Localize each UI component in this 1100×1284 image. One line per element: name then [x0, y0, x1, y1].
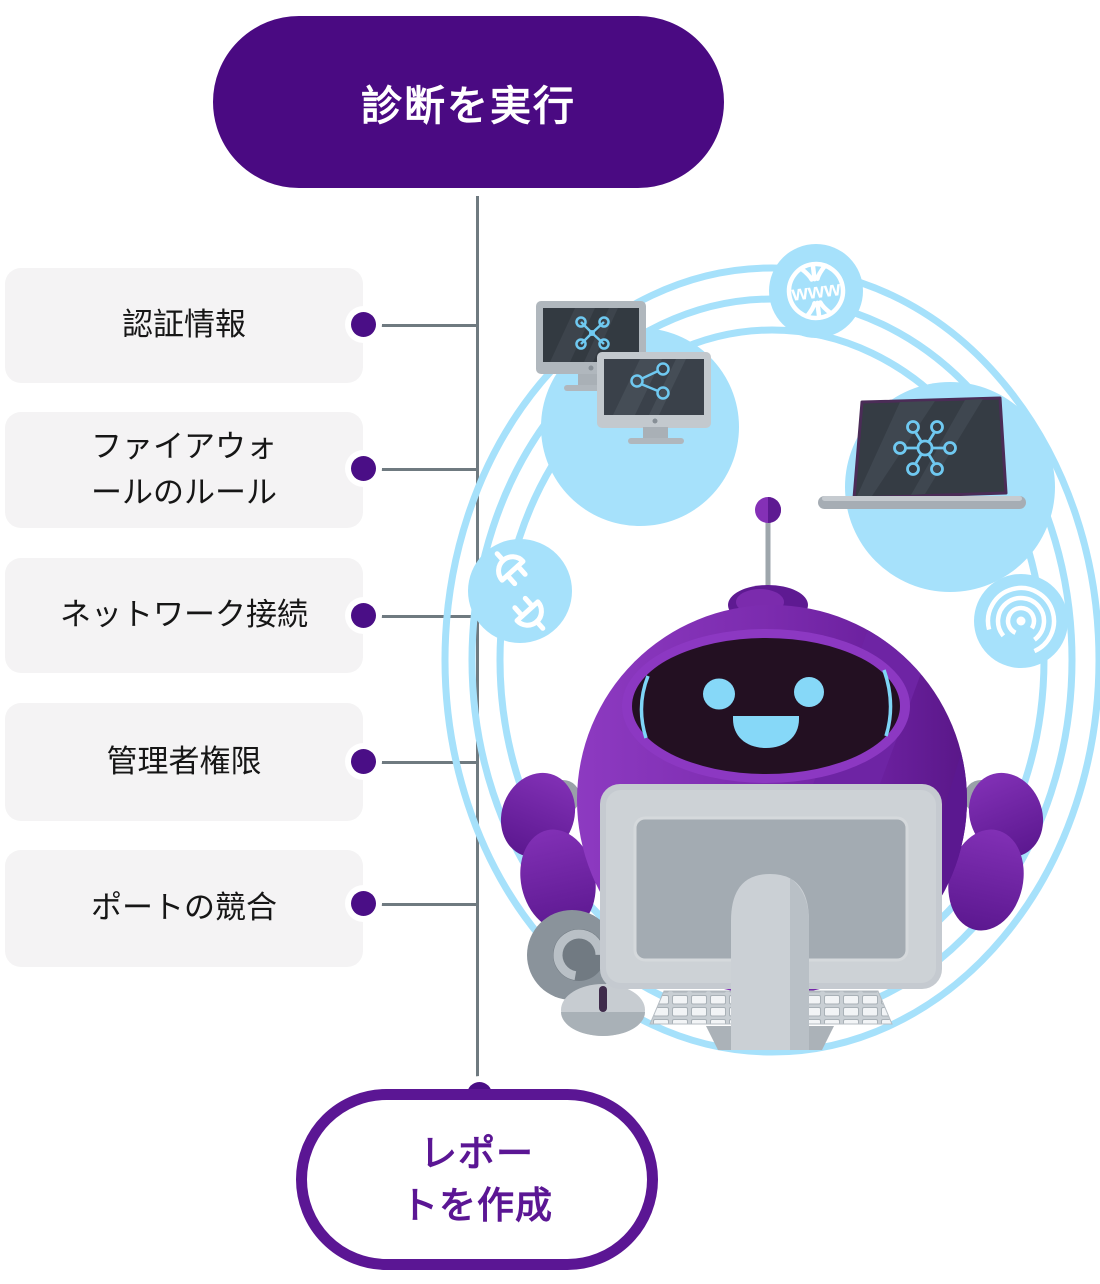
monitor-base [706, 1026, 834, 1050]
network-monitors-icon [536, 301, 739, 526]
check-box-network-connection: ネットワーク接続 [5, 558, 363, 673]
check-label: 認証情報 [122, 307, 246, 343]
robot-face-visor [632, 638, 900, 774]
monitor-back [536, 301, 646, 391]
check-box-admin-rights: 管理者権限 [5, 703, 363, 821]
node-dot-firewall [351, 456, 376, 481]
connector-line-ports [362, 903, 477, 906]
start-node-label: 診断を実行 [361, 83, 576, 129]
connector-line-admin [362, 761, 477, 764]
node-dot-network [351, 603, 376, 628]
robot-head [577, 497, 967, 995]
robot-eye-right [794, 677, 824, 707]
check-label: 管理者権限 [106, 743, 262, 779]
check-label: ネットワーク接続 [60, 597, 308, 633]
mouse [561, 984, 645, 1036]
monitor-front [597, 352, 711, 444]
node-dot-credentials [351, 312, 376, 337]
antenna-ball [755, 497, 781, 523]
plug-connection-icon [468, 539, 572, 643]
robot-arms [500, 772, 1044, 931]
connector-vertical-line [476, 196, 479, 1093]
connector-line-credentials [362, 324, 477, 327]
robot-wheel [527, 910, 617, 1000]
radar-signal-icon [974, 574, 1068, 668]
globe-www-text: www [789, 277, 842, 306]
check-box-credentials: 認証情報 [5, 268, 363, 383]
robot-eye-left [703, 678, 735, 710]
node-dot-ports [351, 891, 376, 916]
desktop-monitor [600, 784, 942, 989]
check-box-firewall-rules: ファイアウォ ールのルール [5, 412, 363, 528]
start-node: 診断を実行 [205, 8, 732, 196]
check-label: ファイアウォ ールのルール [91, 428, 277, 511]
laptop-network-icon [818, 382, 1055, 592]
end-node-label: レポー トを作成 [401, 1132, 553, 1226]
connector-line-network [362, 615, 477, 618]
node-dot-admin [351, 749, 376, 774]
end-node: レポー トを作成 [296, 1089, 658, 1270]
monitor-stand [731, 874, 809, 1050]
check-box-port-conflicts: ポートの競合 [5, 850, 363, 967]
www-globe-icon: www [769, 244, 863, 338]
connector-line-firewall [362, 468, 477, 471]
check-label: ポートの競合 [91, 890, 277, 926]
orbit-rings [441, 264, 1100, 1056]
keyboard [649, 990, 893, 1025]
desk-setup [527, 784, 942, 1050]
robot-mouth [733, 716, 799, 748]
